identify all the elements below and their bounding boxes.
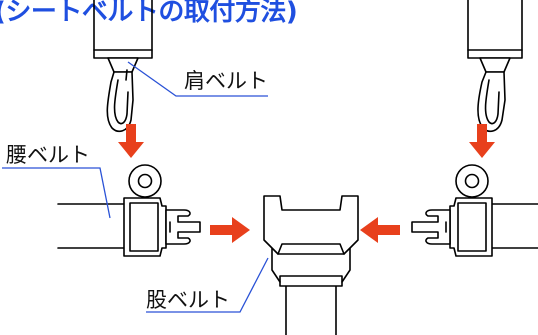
arrow-right — [210, 217, 250, 243]
right-shoulder-belt — [467, 0, 523, 133]
label-crotch-belt: 股ベルト — [146, 288, 230, 312]
leader-shoulder — [127, 61, 268, 97]
leader-lines — [2, 61, 269, 313]
crotch-belt — [263, 195, 359, 335]
arrow-left — [360, 217, 400, 243]
leader-crotch — [146, 257, 269, 313]
right-waist-belt — [411, 164, 538, 257]
diagram-title: (シートベルトの取付方法) — [0, 0, 298, 27]
left-shoulder-belt — [93, 0, 153, 133]
arrows — [118, 124, 495, 243]
label-shoulder-belt: 肩ベルト — [184, 69, 268, 93]
label-waist-belt: 腰ベルト — [6, 143, 90, 167]
leader-waist — [2, 167, 111, 219]
left-waist-belt — [57, 164, 201, 257]
arrow-down-left — [118, 124, 144, 158]
arrow-down-right — [469, 124, 495, 158]
